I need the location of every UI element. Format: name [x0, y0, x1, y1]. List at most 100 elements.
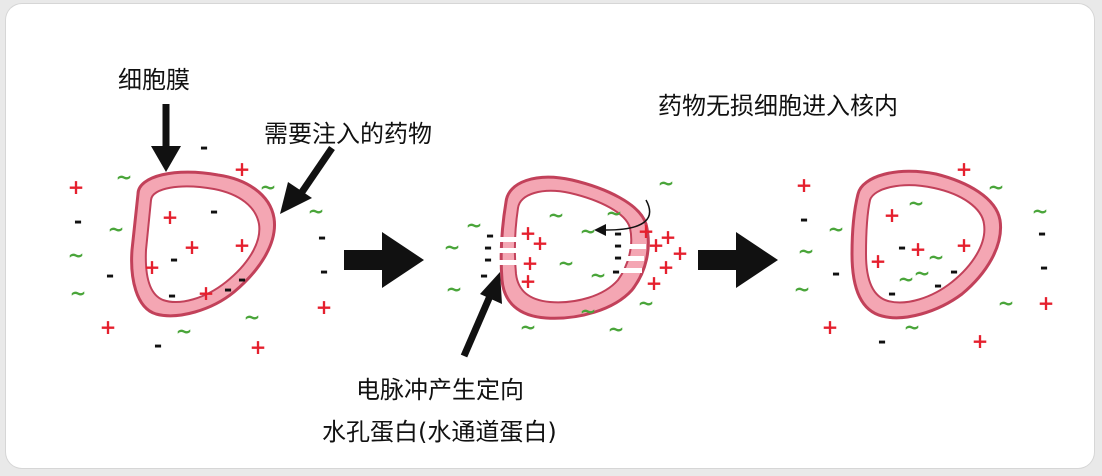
- drug-molecule-1: ~: [116, 165, 133, 189]
- positive-charge-74: +: [1038, 291, 1055, 315]
- negative-charge-17: -: [154, 333, 162, 357]
- positive-charge-76: +: [972, 329, 989, 353]
- negative-charge-61: -: [800, 207, 808, 231]
- drug-molecule-56: ~: [638, 291, 655, 315]
- drug-molecule-44: ~: [590, 263, 607, 287]
- cell-3: [850, 169, 1003, 320]
- drug-label: 需要注入的药物: [264, 120, 432, 148]
- positive-charge-52: +: [672, 241, 689, 265]
- cell-1: [130, 170, 276, 318]
- negative-charge-84: -: [950, 259, 958, 283]
- pulse-label-line1: 电脉冲产生定向: [356, 376, 524, 404]
- negative-charge-27: -: [238, 267, 246, 291]
- step-arrow-1: [344, 232, 424, 288]
- negative-charge-32: -: [486, 223, 494, 247]
- positive-charge-21: +: [234, 233, 251, 257]
- positive-charge-83: +: [956, 233, 973, 257]
- negative-charge-5: -: [74, 209, 82, 233]
- positive-charge-50: +: [648, 233, 665, 257]
- pore-right-3: [618, 268, 642, 273]
- drug-pointer-arrow: [280, 146, 335, 214]
- positive-charge-60: +: [796, 173, 813, 197]
- negative-charge-65: -: [832, 261, 840, 285]
- cell-interior-3: [864, 184, 986, 304]
- diagram-card: 细胞膜 需要注入的药物 药物无损细胞进入核内 电脉冲产生定向 水孔蛋白(水通道蛋…: [6, 4, 1094, 468]
- drug-molecule-68: ~: [904, 315, 921, 339]
- positive-charge-53: +: [658, 255, 675, 279]
- negative-charge-11: -: [318, 225, 326, 249]
- negative-charge-72: -: [1038, 221, 1046, 245]
- drug-molecule-42: ~: [558, 251, 575, 275]
- electroporation-diagram: 细胞膜 需要注入的药物 药物无损细胞进入核内 电脉冲产生定向 水孔蛋白(水通道蛋…: [68, 66, 1055, 446]
- positive-charge-22: +: [184, 235, 201, 259]
- charge-and-drug-symbols: +~-+~-~~-~~--++~~-++-++-++---~~~----++++…: [68, 135, 1055, 359]
- pore-pointer-arrow: [460, 272, 502, 358]
- cell-interior-1: [144, 185, 261, 303]
- pore-right-1: [622, 244, 646, 249]
- drug-molecule-64: ~: [828, 217, 845, 241]
- result-label: 药物无损细胞进入核内: [658, 92, 898, 120]
- negative-charge-48: -: [612, 259, 620, 283]
- negative-charge-67: -: [878, 329, 886, 353]
- positive-charge-0: +: [68, 175, 85, 199]
- positive-charge-77: +: [884, 203, 901, 227]
- drug-molecule-63: ~: [794, 277, 811, 301]
- drug-molecule-58: ~: [520, 315, 537, 339]
- drug-molecule-55: ~: [658, 171, 675, 195]
- drug-molecule-57: ~: [580, 299, 597, 323]
- drug-molecule-10: ~: [308, 199, 325, 223]
- positive-charge-24: +: [144, 255, 161, 279]
- positive-charge-36: +: [520, 221, 537, 245]
- negative-charge-28: -: [168, 283, 176, 307]
- drug-molecule-30: ~: [446, 277, 463, 301]
- drug-molecule-4: ~: [260, 175, 277, 199]
- positive-charge-3: +: [234, 157, 251, 181]
- drug-molecule-6: ~: [108, 217, 125, 241]
- positive-charge-37: +: [532, 231, 549, 255]
- positive-charge-19: +: [162, 205, 179, 229]
- negative-charge-20: -: [210, 199, 218, 223]
- negative-charge-47: -: [614, 245, 622, 269]
- negative-charge-34: -: [484, 247, 492, 271]
- pore-left-1: [499, 237, 521, 242]
- positive-charge-81: +: [910, 237, 927, 261]
- drug-molecule-75: ~: [998, 291, 1015, 315]
- entry-curve-arrowhead: [594, 224, 606, 236]
- positive-charge-54: +: [646, 271, 663, 295]
- positive-charge-66: +: [822, 315, 839, 339]
- positive-charge-79: +: [870, 249, 887, 273]
- positive-charge-13: +: [316, 295, 333, 319]
- negative-charge-35: -: [480, 263, 488, 287]
- drug-molecule-31: ~: [466, 213, 483, 237]
- drug-molecule-15: ~: [176, 319, 193, 343]
- negative-charge-46: -: [614, 233, 622, 257]
- drug-molecule-40: ~: [548, 203, 565, 227]
- positive-charge-69: +: [956, 157, 973, 181]
- negative-charge-26: -: [224, 277, 232, 301]
- drug-molecule-78: ~: [908, 191, 925, 215]
- negative-charge-12: -: [320, 259, 328, 283]
- negative-charge-33: -: [484, 235, 492, 259]
- positive-charge-38: +: [522, 251, 539, 275]
- drug-molecule-70: ~: [988, 175, 1005, 199]
- pore-right-2: [620, 256, 644, 261]
- negative-charge-86: -: [934, 273, 942, 297]
- drug-molecule-85: ~: [914, 261, 931, 285]
- cell-2: [499, 175, 651, 320]
- positive-charge-49: +: [638, 219, 655, 243]
- positive-charge-14: +: [100, 315, 117, 339]
- cell-membrane-label: 细胞膜: [118, 66, 190, 94]
- drug-molecule-62: ~: [798, 239, 815, 263]
- negative-charge-80: -: [898, 235, 906, 259]
- drug-molecule-16: ~: [244, 305, 261, 329]
- pore-left-3: [499, 260, 521, 265]
- drug-molecule-43: ~: [606, 201, 623, 225]
- positive-charge-51: +: [660, 225, 677, 249]
- negative-charge-23: -: [170, 247, 178, 271]
- negative-charge-45: -: [614, 221, 622, 245]
- negative-charge-2: -: [200, 135, 208, 159]
- drug-molecule-29: ~: [444, 235, 461, 259]
- pulse-label-line2: 水孔蛋白(水通道蛋白): [322, 418, 557, 446]
- drug-molecule-59: ~: [608, 317, 625, 341]
- positive-charge-39: +: [520, 269, 537, 293]
